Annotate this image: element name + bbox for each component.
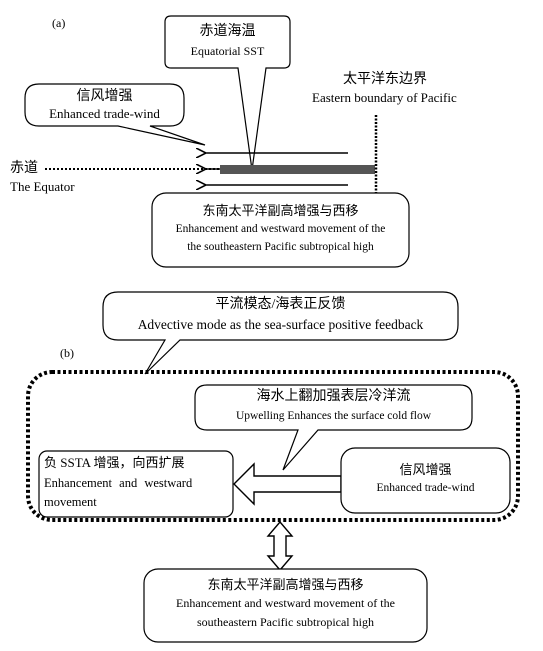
upwelling-callout-bubble (194, 384, 473, 471)
trade-wind-callout-en: Enhanced trade-wind (49, 106, 160, 121)
ssta-box-zh: 负 SSTA 增强，向西扩展 (44, 455, 185, 470)
upwelling-callout-zh: 海水上翻加强表层冷洋流 (256, 389, 411, 404)
hollow-arrow-trade-to-ssta (233, 462, 342, 506)
bottom-box-en-line2: southeastern Pacific subtropical high (197, 615, 374, 629)
ssta-box-en-line1: Enhancement and westward (44, 476, 193, 490)
equator-label-zh: 赤道 (10, 161, 38, 176)
trade-box-en: Enhanced trade-wind (376, 482, 475, 494)
boundary-label-en: Eastern boundary of Pacific (312, 90, 457, 105)
trade-wind-callout-zh: 信风增强 (76, 89, 133, 104)
trade-wind-box (340, 447, 511, 514)
bottom-high-box (143, 568, 428, 643)
high-box-en-line2: the southeastern Pacific subtropical hig… (187, 241, 374, 253)
feedback-callout-bubble (102, 291, 459, 375)
panel-b-label: (b) (60, 346, 74, 360)
trade-box-zh: 信风增强 (399, 462, 452, 477)
ssta-box-en-line2: movement (44, 495, 97, 509)
high-box-zh: 东南太平洋副高增强与西移 (202, 203, 359, 218)
bottom-box-zh: 东南太平洋副高增强与西移 (207, 577, 364, 592)
boundary-label-zh: 太平洋东边界 (343, 72, 427, 87)
feedback-loop-frame (26, 370, 520, 522)
upwelling-callout-en: Upwelling Enhances the surface cold flow (235, 410, 432, 422)
sst-callout-zh: 赤道海温 (199, 24, 256, 39)
ssta-box (38, 450, 234, 518)
sst-callout-bubble (164, 15, 291, 171)
panel-a-label: (a) (52, 16, 66, 30)
equator-label-en: The Equator (10, 179, 75, 194)
trade-wind-callout-bubble (24, 83, 206, 146)
feedback-callout-zh: 平流模态/海表正反馈 (215, 297, 346, 312)
high-box-en-line1: Enhancement and westward movement of the (175, 223, 386, 235)
bottom-box-en-line1: Enhancement and westward movement of the (176, 596, 395, 610)
double-hollow-arrow (266, 520, 294, 572)
sst-callout-en: Equatorial SST (190, 44, 265, 58)
subtropical-high-box (151, 192, 410, 268)
cold-tongue-band (220, 165, 375, 174)
feedback-callout-en: Advective mode as the sea-surface positi… (137, 317, 424, 332)
